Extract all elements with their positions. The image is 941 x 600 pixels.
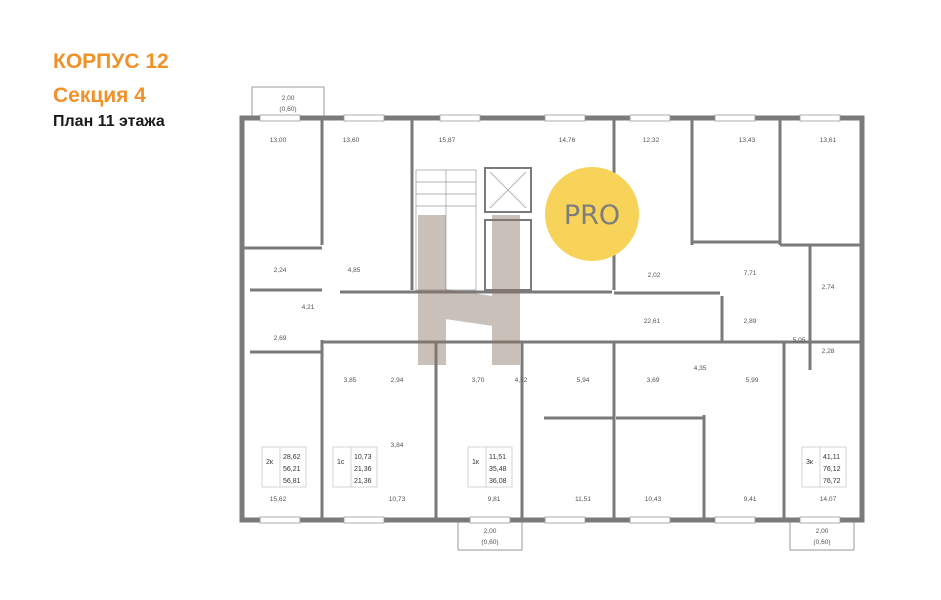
room-area: 2,94 [391, 377, 404, 384]
building-title: КОРПУС 12 [53, 50, 169, 73]
room-area: 13,43 [739, 137, 756, 144]
balcony-sub: (0,60) [481, 539, 498, 546]
room-area: 13,60 [343, 137, 360, 144]
apartment-total-balcony: 21,36 [354, 478, 372, 485]
apartment-total-balcony: 36,08 [489, 478, 507, 485]
room-area: 3,84 [391, 442, 404, 449]
room-area: 2,89 [744, 318, 757, 325]
apartment-total: 35,48 [489, 466, 507, 473]
apartment-type: 3к [806, 459, 814, 466]
watermark-logo [418, 215, 520, 365]
room-area: 3,69 [647, 377, 660, 384]
apartment-living: 41,11 [823, 454, 840, 461]
room-area: 5,05 [793, 337, 806, 344]
apartment-living: 11,51 [489, 454, 506, 461]
apartment-type: 1с [337, 459, 345, 466]
apartment-total: 76,12 [823, 466, 841, 473]
room-area: 4,52 [515, 377, 528, 384]
room-area: 2,24 [274, 267, 287, 274]
floor-plan-title: План 11 этажа [53, 113, 165, 130]
room-area: 10,73 [389, 496, 406, 503]
room-labels: 13,00 13,60 15,87 14,76 12,32 13,43 13,6… [270, 137, 837, 503]
room-area: 13,61 [820, 137, 837, 144]
apartment-type: 1к [472, 459, 480, 466]
balcony-sub: (0,60) [279, 106, 296, 113]
room-area: 14,76 [559, 137, 576, 144]
apartment-total: 56,21 [283, 466, 301, 473]
room-area: 10,43 [645, 496, 662, 503]
room-area: 5,94 [577, 377, 590, 384]
apartment-summary: 2к 28,62 56,21 56,81 1с 10,73 21,36 21,3… [261, 446, 847, 488]
stairwell [415, 167, 532, 291]
room-area: 4,85 [348, 267, 361, 274]
balcony-area: 2,00 [816, 528, 829, 535]
balcony-area: 2,00 [282, 95, 295, 102]
pro-badge-text: PRO [564, 200, 620, 231]
room-area: 9,81 [488, 496, 501, 503]
room-area: 5,99 [746, 377, 759, 384]
room-area: 4,35 [694, 365, 707, 372]
room-area: 11,51 [575, 496, 591, 503]
section-title: Секция 4 [53, 84, 146, 107]
room-area: 2,74 [822, 284, 835, 291]
room-area: 22,61 [644, 318, 661, 325]
interior-walls [242, 118, 862, 520]
room-area: 14,07 [820, 496, 837, 503]
room-area: 4,21 [302, 304, 315, 311]
apartment-total-balcony: 56,81 [283, 478, 301, 485]
pro-badge [545, 167, 639, 261]
room-area: 15,87 [439, 137, 456, 144]
room-area: 9,41 [744, 496, 757, 503]
room-area: 2,69 [274, 335, 287, 342]
room-area: 2,02 [648, 272, 661, 279]
apartment-living: 28,62 [283, 454, 301, 461]
room-area: 15,62 [270, 496, 287, 503]
room-area: 3,85 [344, 377, 357, 384]
room-area: 7,71 [744, 270, 757, 277]
room-area: 12,32 [643, 137, 660, 144]
balcony-sub: (0,60) [813, 539, 830, 546]
apartment-total: 21,36 [354, 466, 372, 473]
windows [259, 114, 841, 524]
apartment-type: 2к [266, 459, 274, 466]
apartment-living: 10,73 [354, 454, 372, 461]
room-area: 13,00 [270, 137, 287, 144]
apartment-total-balcony: 76,72 [823, 478, 841, 485]
room-area: 3,70 [472, 377, 485, 384]
room-area: 2,28 [822, 348, 835, 355]
balcony-area: 2,00 [484, 528, 497, 535]
